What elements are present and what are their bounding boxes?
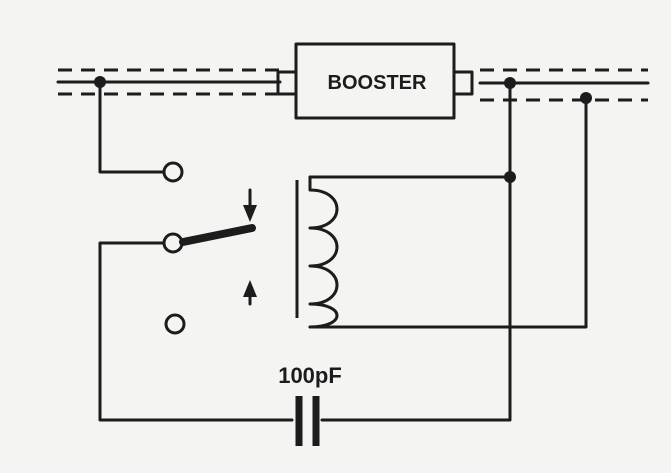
coax-cable-left [56, 68, 285, 96]
switch-arm [179, 224, 256, 246]
arrow-down-head [243, 205, 257, 222]
arrow-up-head [243, 280, 257, 297]
booster-output-connector [452, 70, 474, 96]
relay-coil [295, 175, 339, 329]
capacitor: 100pF [278, 363, 342, 446]
contact-lower [164, 313, 186, 335]
capacitor-label: 100pF [278, 363, 342, 388]
contact-upper [162, 161, 184, 183]
booster-block: BOOSTER [276, 42, 474, 120]
booster-input-connector [276, 70, 298, 96]
booster-label: BOOSTER [328, 72, 427, 94]
wiring [98, 80, 588, 422]
relay-switch [162, 161, 257, 335]
